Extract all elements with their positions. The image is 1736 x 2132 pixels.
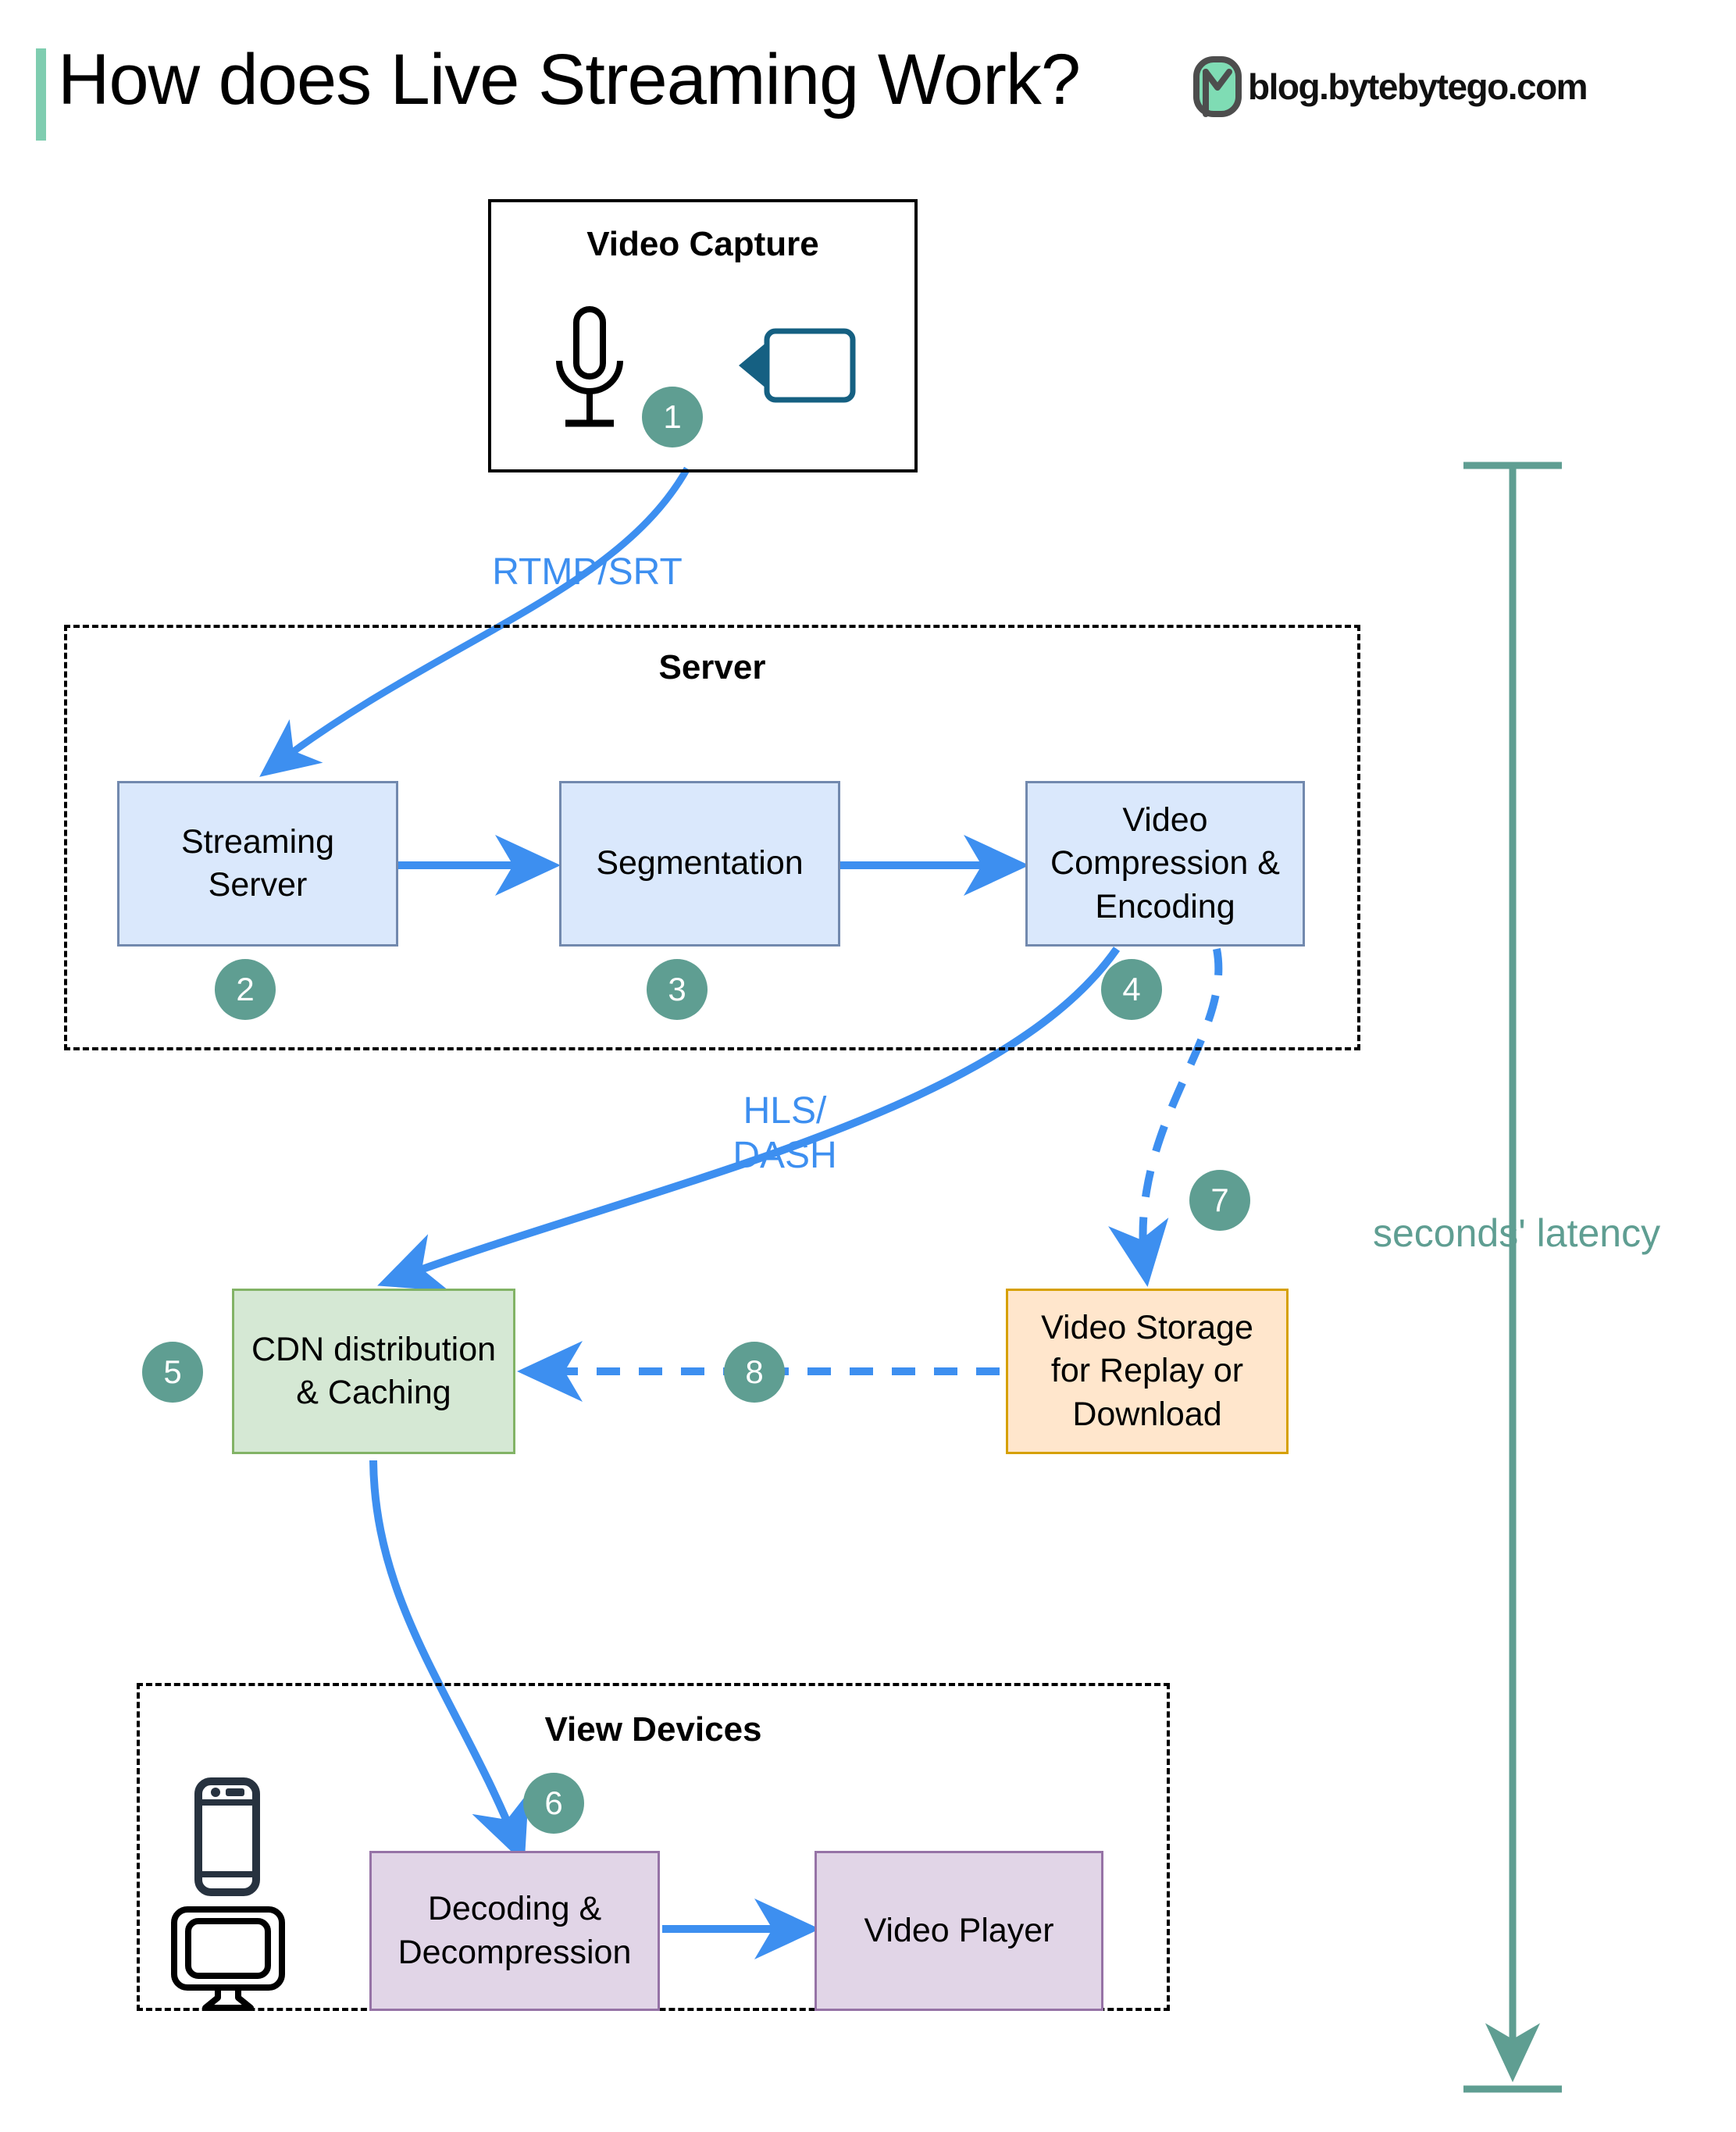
badge-step-3: 3 [647, 959, 708, 1020]
node-video-storage[interactable]: Video Storage for Replay or Download [1006, 1289, 1289, 1454]
badge-step-1: 1 [642, 387, 703, 447]
node-cdn-distribution[interactable]: CDN distribution & Caching [232, 1289, 515, 1454]
badge-step-6: 6 [523, 1773, 584, 1834]
group-server [64, 625, 1360, 1050]
group-title-view-devices: View Devices [544, 1710, 762, 1749]
badge-step-5: 5 [142, 1342, 203, 1403]
edge-label-hls-dash: HLS/ DASH [733, 1090, 837, 1176]
node-video-compression[interactable]: Video Compression & Encoding [1025, 781, 1305, 947]
badge-step-7: 7 [1189, 1170, 1250, 1231]
bytebytego-logo-icon [1193, 56, 1242, 117]
badge-step-2: 2 [215, 959, 276, 1020]
badge-step-4: 4 [1101, 959, 1162, 1020]
node-streaming-server[interactable]: Streaming Server [117, 781, 398, 947]
page-title: How does Live Streaming Work? [58, 40, 1081, 119]
latency-annotation-label: seconds' latency [1373, 1211, 1661, 1255]
node-segmentation[interactable]: Segmentation [559, 781, 840, 947]
title-accent-bar [36, 48, 46, 141]
microphone-icon [556, 306, 623, 427]
smartphone-icon [194, 1777, 260, 1896]
group-title-server: Server [658, 648, 766, 686]
node-video-player[interactable]: Video Player [815, 1851, 1103, 2011]
diagram-header: How does Live Streaming Work? blog.byteb… [0, 0, 1736, 148]
badge-step-8: 8 [724, 1342, 785, 1403]
video-camera-icon [739, 328, 856, 403]
group-title-video-capture: Video Capture [586, 225, 819, 263]
edge-label-rtmp-srt: RTMP/SRT [492, 551, 683, 593]
group-video-capture [488, 199, 918, 472]
brand-text: blog.bytebytego.com [1248, 66, 1588, 107]
brand-watermark: blog.bytebytego.com [1193, 56, 1588, 117]
desktop-monitor-icon [171, 1906, 285, 2011]
node-decoding-decompression[interactable]: Decoding & Decompression [369, 1851, 660, 2011]
